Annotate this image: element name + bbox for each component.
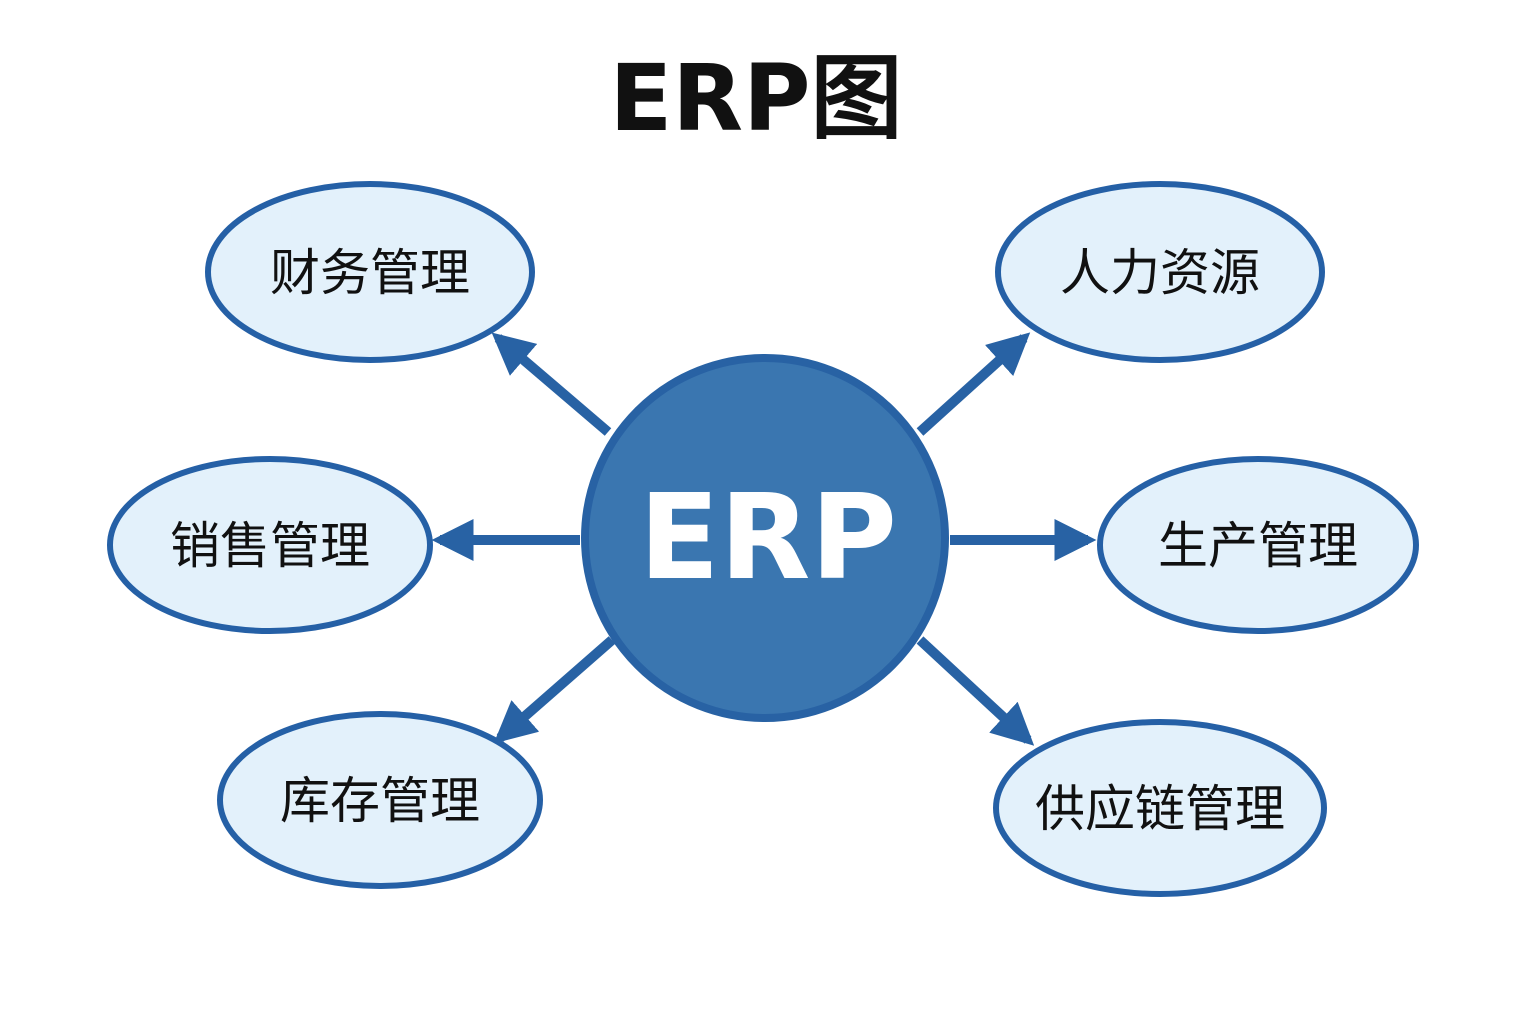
module-label-supply-chain: 供应链管理	[1035, 780, 1285, 838]
module-ellipse-supply-chain	[993, 719, 1327, 897]
arrow-to-finance	[491, 332, 612, 436]
module-label-inventory: 库存管理	[280, 772, 480, 830]
module-label-hr: 人力资源	[1060, 244, 1260, 302]
module-ellipse-hr	[995, 181, 1325, 363]
erp-center-circle	[581, 354, 949, 722]
arrow-to-inventory	[493, 636, 616, 744]
module-node-supply-chain: 供应链管理	[993, 719, 1327, 897]
module-label-sales: 销售管理	[170, 517, 370, 575]
module-ellipse-finance	[205, 181, 535, 363]
diagram-title: ERP图	[609, 45, 902, 152]
arrow-to-hr	[916, 332, 1031, 436]
module-node-production: 生产管理	[1097, 456, 1419, 634]
module-node-finance: 财务管理	[205, 181, 535, 363]
arrow-to-supply-chain	[916, 636, 1035, 746]
connector-arrows	[431, 332, 1097, 746]
module-node-inventory: 库存管理	[217, 711, 543, 889]
module-label-finance: 财务管理	[270, 244, 470, 302]
module-node-sales: 销售管理	[107, 456, 433, 634]
module-ellipse-sales	[107, 456, 433, 634]
module-ellipse-production	[1097, 456, 1419, 634]
erp-center-node: ERP	[581, 354, 949, 722]
module-ellipse-inventory	[217, 711, 543, 889]
module-node-hr: 人力资源	[995, 181, 1325, 363]
module-label-production: 生产管理	[1158, 517, 1358, 575]
erp-center-label: ERP	[639, 468, 897, 606]
